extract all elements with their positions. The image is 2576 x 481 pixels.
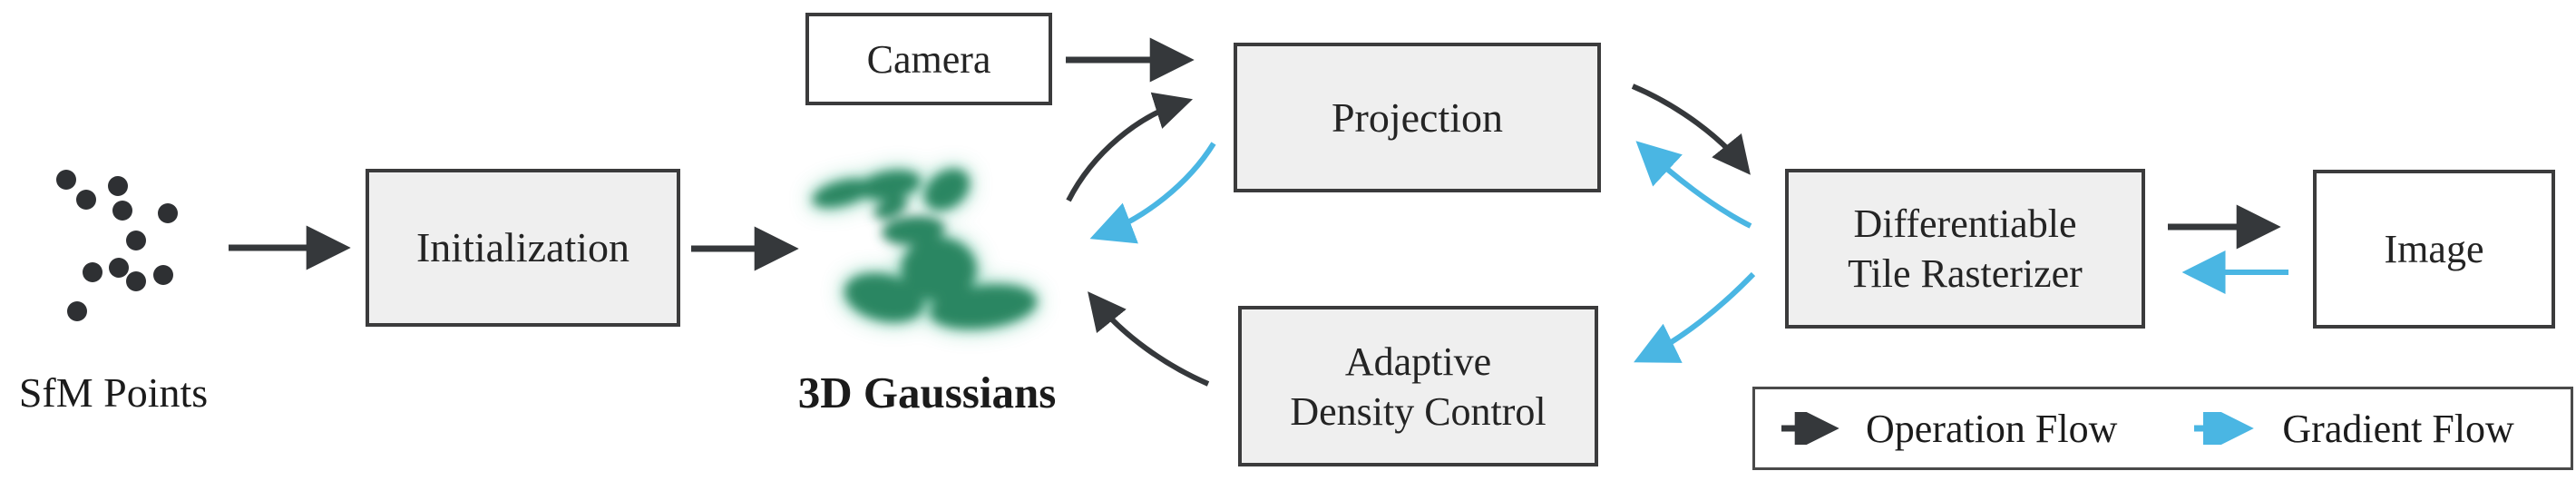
- sfm-point-cloud: [56, 170, 178, 321]
- node-rasterizer-label-line2: Tile Rasterizer: [1848, 251, 2083, 296]
- arrow-projection-to-rasterizer: [1631, 83, 1751, 175]
- legend-gradient-flow-label: Gradient Flow: [2282, 406, 2514, 451]
- node-adaptive-density-control: Adaptive Density Control: [1238, 306, 1598, 466]
- node-rasterizer-label-line1: Differentiable: [1853, 201, 2077, 246]
- node-adc-label-line2: Density Control: [1290, 388, 1547, 434]
- node-projection: Projection: [1234, 43, 1601, 192]
- gaussian-blob-illustration: [812, 169, 1037, 329]
- node-image: Image: [2313, 170, 2555, 329]
- gaussians-caption: 3D Gaussians: [797, 368, 1057, 417]
- node-differentiable-tile-rasterizer: Differentiable Tile Rasterizer: [1785, 169, 2145, 329]
- arrow-adc-to-gaussians: [1088, 291, 1210, 387]
- legend-operation-flow-label: Operation Flow: [1866, 406, 2118, 451]
- legend-item-gradient-flow: Gradient Flow: [2191, 406, 2514, 452]
- node-projection-label: Projection: [1331, 93, 1504, 141]
- arrow-projection-to-gaussians-gradient: [1089, 142, 1216, 244]
- gradient-flow-arrows: [1089, 141, 2288, 363]
- legend-item-operation-flow: Operation Flow: [1779, 406, 2117, 452]
- arrow-gaussians-to-projection: [1066, 92, 1194, 202]
- node-camera-label: Camera: [866, 36, 991, 82]
- node-camera: Camera: [805, 13, 1052, 105]
- legend: Operation Flow Gradient Flow: [1752, 387, 2573, 470]
- arrow-rasterizer-to-adc-gradient: [1634, 271, 1756, 363]
- sfm-points-caption: SfM Points: [18, 369, 209, 416]
- operation-flow-arrows: [229, 37, 2281, 387]
- gradient-flow-arrow-icon: [2194, 412, 2255, 445]
- node-initialization: Initialization: [366, 169, 680, 327]
- operation-flow-arrow-icon: [1781, 412, 1839, 445]
- arrow-rasterizer-to-projection-gradient: [1635, 141, 1752, 229]
- node-adc-label-line1: Adaptive: [1344, 339, 1492, 384]
- node-initialization-label: Initialization: [415, 224, 630, 271]
- node-image-label: Image: [2384, 227, 2484, 271]
